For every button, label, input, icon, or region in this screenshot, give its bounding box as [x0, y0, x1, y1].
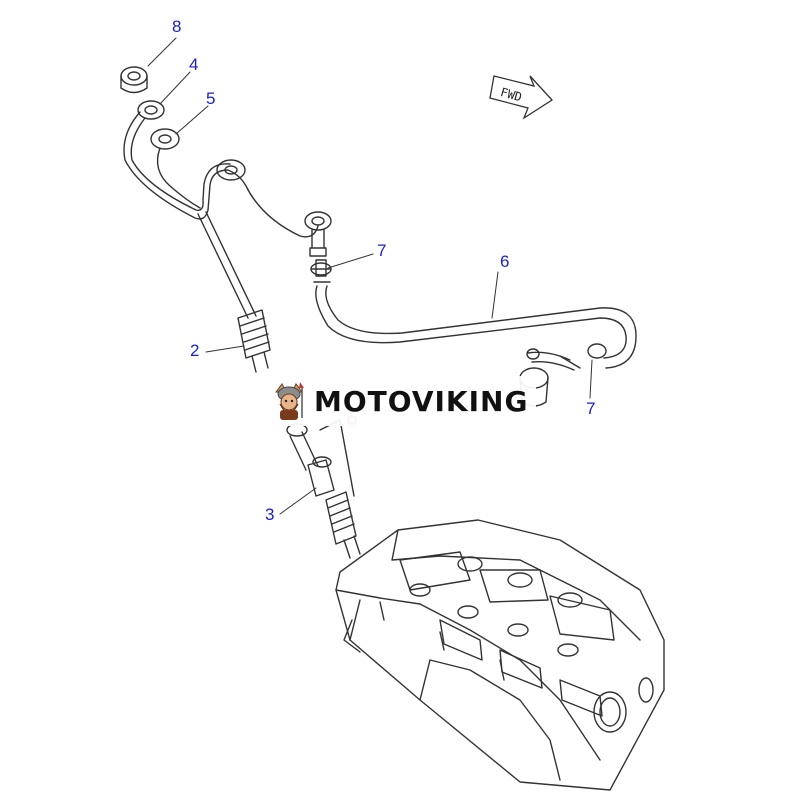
part-8-fitting	[120, 66, 148, 94]
callout-leaders	[147, 37, 593, 515]
callout-8[interactable]: 8	[172, 17, 182, 36]
callout-3[interactable]: 3	[265, 505, 275, 524]
injection-pipe-bundle	[123, 111, 332, 319]
callout-6[interactable]: 6	[500, 252, 510, 271]
fwd-arrow-icon: FWD	[489, 75, 554, 120]
part-3-nozzle	[286, 419, 361, 559]
part-6-hose	[313, 281, 637, 369]
callout-7-upper[interactable]: 7	[377, 241, 387, 260]
callout-7-lower[interactable]: 7	[586, 399, 596, 418]
fwd-label: FWD	[499, 85, 524, 104]
callout-4[interactable]: 4	[189, 55, 199, 74]
part-2-injector	[237, 309, 271, 373]
callout-2[interactable]: 2	[190, 341, 200, 360]
callout-5[interactable]: 5	[206, 89, 216, 108]
cylinder-head	[335, 519, 665, 791]
part-5-washer	[150, 128, 180, 150]
watermark-banner: MOTOVIKING	[262, 376, 536, 426]
part-7-clamp-lower	[526, 343, 607, 371]
part-7-clamp-upper	[310, 259, 332, 277]
part-4-washer	[137, 100, 165, 120]
brand-wordmark: MOTOVIKING	[314, 384, 529, 418]
viking-mascot-icon	[275, 382, 304, 420]
